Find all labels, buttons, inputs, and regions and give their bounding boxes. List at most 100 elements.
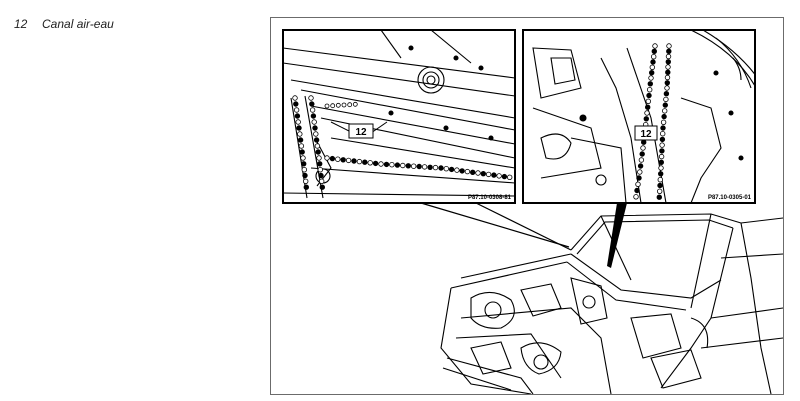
seal-bead — [438, 165, 444, 171]
seal-bead — [319, 178, 325, 184]
seal-bead — [297, 131, 303, 137]
seal-bead — [293, 101, 299, 107]
seal-bead — [638, 157, 645, 163]
seal-bead — [310, 113, 317, 119]
seal-bead — [309, 107, 316, 113]
seal-bead — [459, 168, 465, 174]
seal-bead — [405, 163, 411, 169]
seal-bead — [651, 48, 657, 54]
seal-bead — [501, 173, 508, 180]
seal-bead — [367, 160, 373, 166]
inset-left: 12 P87.10-0308-81 — [282, 29, 516, 204]
seal-bead — [661, 113, 667, 120]
seal-bead — [297, 137, 304, 143]
seal-bead — [389, 161, 395, 168]
seal-bead — [324, 103, 330, 109]
seal-bead — [314, 143, 321, 149]
seal-bead — [641, 139, 647, 145]
seal-bead — [485, 171, 492, 178]
seal-bead — [299, 149, 305, 155]
seal-bead — [294, 113, 301, 119]
seal-bead — [664, 85, 670, 91]
seal-bead — [303, 178, 309, 184]
seal-bead — [427, 164, 433, 170]
seal-bead — [292, 95, 298, 101]
seal-bead — [362, 159, 368, 165]
seal-bead — [301, 166, 307, 173]
seal-bead — [645, 98, 651, 104]
seal-bead — [330, 103, 336, 109]
seal-bead — [665, 53, 672, 60]
seal-bead — [649, 64, 655, 70]
seal-bead — [319, 184, 325, 190]
seal-bead — [448, 166, 455, 173]
seal-bead — [298, 143, 305, 149]
seal-bead — [335, 156, 341, 162]
illustration-drawing: 12 P87.10-0308-81 — [282, 29, 783, 394]
seal-bead — [660, 125, 666, 131]
seal-bead — [400, 162, 406, 169]
seal-bead — [356, 158, 363, 165]
seal-bead — [656, 194, 662, 200]
seal-bead — [647, 86, 653, 93]
seal-bead — [658, 165, 664, 171]
seal-bead — [293, 107, 300, 113]
seal-bead — [648, 75, 654, 81]
seal-bead — [317, 166, 323, 173]
seal-bead — [643, 116, 649, 122]
seal-bead — [315, 149, 321, 155]
seal-bead — [646, 92, 652, 99]
seal-bead — [311, 119, 317, 125]
seal-bead — [341, 102, 347, 108]
seal-bead — [663, 96, 669, 103]
car-body-drawing — [440, 213, 783, 394]
leader-line-right — [607, 203, 627, 268]
seal-bead — [658, 171, 664, 177]
seal-bead — [302, 172, 308, 179]
seal-bead — [416, 163, 422, 170]
seal-bead — [644, 110, 650, 116]
seal-bead — [308, 95, 314, 101]
seal-bead — [666, 48, 672, 54]
seal-bead — [303, 184, 309, 190]
seal-bead — [662, 108, 668, 114]
seal-bead — [496, 173, 502, 179]
seal-bead — [633, 194, 639, 200]
seal-bead — [316, 155, 322, 161]
seal-bead — [443, 165, 449, 172]
seal-bead — [637, 163, 644, 169]
leader-line-left — [420, 202, 570, 248]
seal-bead — [352, 101, 358, 107]
seal-bead — [645, 104, 651, 110]
seal-bead — [651, 54, 657, 60]
seal-bead — [649, 70, 655, 76]
seal-bead — [394, 162, 401, 168]
seal-bead — [652, 43, 658, 49]
callout-number-left: 12 — [355, 127, 367, 138]
seal-bead — [665, 64, 671, 70]
seal-bead — [650, 59, 656, 65]
seal-bead — [664, 74, 671, 81]
seal-bead — [313, 131, 319, 137]
seal-bead — [647, 81, 653, 87]
seal-bead — [666, 43, 672, 49]
seal-bead — [660, 119, 667, 125]
callout-box-right — [634, 125, 658, 141]
seal-bead — [665, 69, 671, 75]
seal-bead — [662, 102, 668, 108]
inset-right: 12 P87.10-0305-01 — [522, 29, 756, 204]
seal-bead — [318, 172, 324, 179]
seal-bead — [335, 102, 341, 108]
seal-bead — [469, 169, 476, 175]
legend-label: Canal air-eau — [42, 17, 114, 31]
seal-bead — [421, 164, 428, 170]
seal-bead — [659, 142, 665, 148]
seal-bead — [347, 102, 353, 108]
seal-bead — [639, 151, 645, 157]
seal-bead — [301, 161, 307, 167]
seal-bead — [637, 169, 643, 175]
seal-bead — [636, 175, 642, 181]
seal-bead — [295, 119, 301, 125]
seal-bead — [665, 59, 671, 65]
